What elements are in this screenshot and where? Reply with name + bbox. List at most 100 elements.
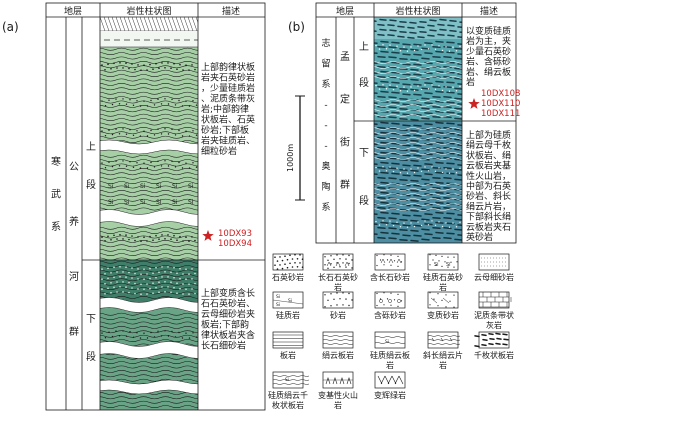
system-char: 留 [321, 58, 330, 70]
panel-a-sample-2: 10DX94 [218, 239, 252, 249]
svg-text:Si: Si [140, 199, 146, 206]
system-char: 奥 [321, 160, 330, 172]
legend-label-feldspar-quartz-sandstone: 长石石英砂岩 [318, 272, 358, 292]
legend-label-metabasic-volcanic: 变基性火山岩 [318, 390, 358, 410]
legend-swatch-feldspar-bearing-sandstone [374, 253, 406, 271]
svg-text:Si: Si [188, 199, 194, 206]
panel-b-upper-description: 以变质硅质岩为主，夹少量石英砂岩、含砾砂岩、绢云板岩 [466, 25, 511, 88]
group-char: 养 [69, 215, 79, 228]
panel-a-label: (a) [2, 20, 19, 34]
legend-label-pebbly-sandstone: 含砾砂岩 [374, 310, 406, 320]
member-char: 段 [86, 178, 96, 191]
legend-swatch-sericite-slate [322, 331, 354, 349]
legend-swatch-siliceous-sericite-phyllitic-slate: Si [272, 371, 310, 389]
member-char: 下 [359, 148, 369, 159]
svg-text:Si: Si [172, 183, 178, 190]
svg-text:Si: Si [188, 183, 194, 190]
legend-swatch-siliceous-sericite-slate: Si [374, 331, 406, 349]
legend-swatch-feldspar-quartz-sandstone [322, 253, 354, 271]
legend-swatch-metadiabase [374, 371, 406, 389]
legend-label-siliceous-quartz-sandstone: 硅质石英砂岩 [423, 272, 463, 292]
svg-text:Si: Si [156, 183, 162, 190]
system-char: - [324, 121, 327, 131]
group-char: 街 [340, 135, 350, 148]
svg-text:Si: Si [385, 339, 389, 345]
system-char: - [324, 101, 327, 111]
legend-label-sericite-slate: 绢云板岩 [322, 350, 354, 360]
legend-swatch-sandstone [322, 291, 354, 309]
panel-b-sample-1: 10DX108 [481, 89, 520, 99]
legend-label-sandstone: 砂岩 [330, 310, 346, 320]
group-char: 定 [340, 93, 350, 106]
legend-label-siliceous-rock: 硅质岩 [276, 310, 300, 320]
legend-label-metadiabase: 变辉绿岩 [374, 390, 406, 400]
group-char: 公 [69, 162, 79, 173]
member-char: 段 [86, 350, 96, 363]
panel-a-header-column: 岩性柱状图 [126, 5, 171, 17]
legend-label-mica-fine-sandstone: 云母细砂岩 [474, 272, 514, 282]
panel-b-system-label: 志留系---奥陶系 [321, 37, 330, 213]
member-char: 下 [86, 314, 96, 325]
panel-a-lower-member-label: 下段 [86, 314, 96, 363]
legend-swatch-metabasic-volcanic [322, 371, 354, 389]
legend-swatch-quartz-sandstone [272, 253, 304, 271]
legend-swatch-mica-fine-sandstone [478, 253, 510, 271]
system-char: 志 [321, 37, 330, 49]
legend-swatch-metasandstone [427, 291, 459, 309]
panel-b-upper-member-label: 上段 [359, 41, 369, 89]
panel-b-lower-lithology [374, 121, 462, 242]
system-char: 寒 [51, 155, 61, 168]
panel-b-header-strata: 地层 [336, 5, 354, 17]
svg-text:Si: Si [276, 294, 280, 300]
system-char: 系 [51, 221, 61, 233]
scale-bar-label: 1000m [286, 144, 295, 172]
legend-swatch-slate [272, 331, 304, 349]
panel-b-header-desc: 描述 [480, 5, 498, 17]
svg-text:Si: Si [124, 199, 130, 206]
svg-text:Si: Si [288, 298, 292, 304]
svg-text:Si: Si [446, 262, 451, 268]
sample-star-icon [468, 98, 480, 109]
member-char: 上 [359, 41, 369, 53]
svg-text:Si: Si [124, 183, 130, 190]
legend-label-siliceous-sericite-slate: 硅质绢云板岩 [370, 350, 410, 370]
legend-swatch-argillaceous-banded-limestone [478, 291, 512, 309]
panel-a-upper-member-label: 上段 [86, 141, 96, 191]
legend-swatch-phyllitic-slate [474, 331, 510, 349]
panel-a-system-label: 寒武系 [51, 155, 61, 233]
description-line: 上部为硅质绢云母千枚状板岩、绢云板岩夹基性火山岩，中部为石英砂岩、斜长绢云片岩，… [466, 129, 511, 243]
legend-label-feldspar-bearing-sandstone: 含长石砂岩 [370, 272, 410, 282]
legend-swatch-pebbly-sandstone [374, 291, 406, 309]
svg-text:Si: Si [285, 377, 289, 383]
legend-label-plagioclase-sericite-schist: 斜长绢云片岩 [423, 350, 463, 370]
legend-label-metasandstone: 变质砂岩 [427, 310, 459, 320]
svg-text:Si: Si [108, 199, 114, 206]
panel-b-lower-column-bg [374, 121, 462, 243]
legend-swatch-plagioclase-sericite-schist [427, 331, 461, 349]
panel-a-lower-description: 上部变质含长石石英砂岩、云母细砂岩夹板岩;下部韵律状板岩夹含长石细砂岩 [201, 287, 255, 352]
panel-b-label: (b) [288, 20, 305, 34]
panel-b-lower-member-label: 下段 [359, 148, 369, 207]
legend-label-siliceous-sericite-phyllitic-slate: 硅质绢云千枚状板岩 [268, 390, 308, 410]
description-line: 以变质硅质岩为主，夹少量石英砂岩、含砾砂岩、绢云板岩 [466, 25, 511, 88]
system-char: - [324, 142, 327, 152]
system-char: 系 [321, 202, 330, 213]
member-char: 段 [359, 194, 369, 207]
legend-label-quartz-sandstone: 石英砂岩 [272, 272, 304, 282]
panel-b-lower-description: 上部为硅质绢云母千枚状板岩、绢云板岩夹基性火山岩，中部为石英砂岩、斜长绢云片岩，… [466, 129, 511, 243]
group-char: 群 [340, 178, 350, 191]
system-char: 陶 [321, 181, 330, 193]
system-char: 系 [321, 79, 330, 90]
member-char: 上 [86, 141, 96, 153]
system-char: 武 [51, 188, 61, 201]
svg-text:Si: Si [140, 183, 146, 190]
svg-text:Si: Si [276, 302, 280, 308]
panel-b-header-column: 岩性柱状图 [395, 5, 440, 17]
